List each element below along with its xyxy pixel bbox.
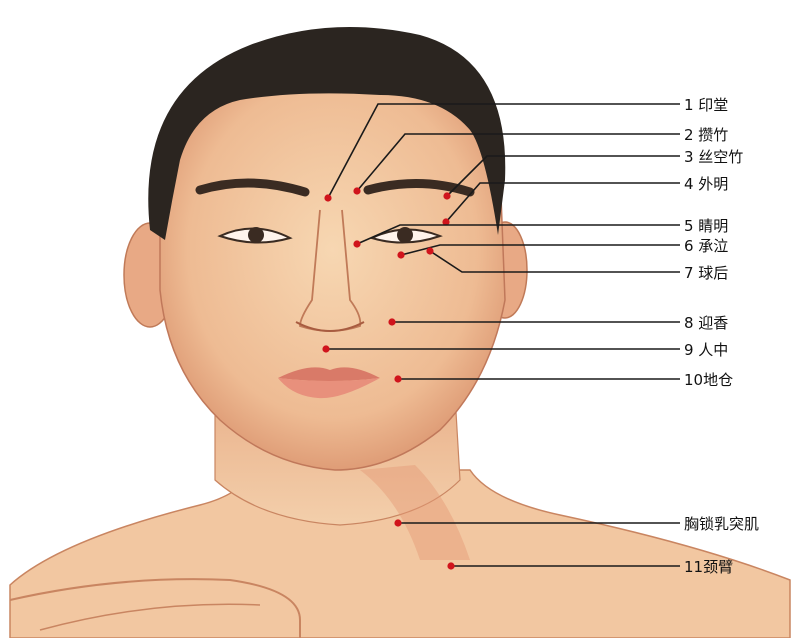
acupoint-label-waiming: 4 外明 <box>684 175 728 193</box>
acupoint-label-cuanzhu: 2 攒竹 <box>684 126 728 144</box>
acupoint-label-chengqi: 6 承泣 <box>684 237 728 255</box>
acupoint-dot-chengqi <box>397 251 404 258</box>
acupoint-label-jingming: 5 睛明 <box>684 217 728 235</box>
acupoint-label-renzhong: 9 人中 <box>684 341 728 359</box>
acupoint-label-qiuhou: 7 球后 <box>684 264 728 282</box>
face-illustration <box>160 70 505 470</box>
acupoint-dot-jingbi <box>447 562 454 569</box>
acupoint-dot-dicang <box>394 375 401 382</box>
acupoint-label-sizhukong: 3 丝空竹 <box>684 148 743 166</box>
acupoint-dot-yingxiang <box>388 318 395 325</box>
left-iris <box>248 227 264 243</box>
point-labels: 1 印堂 2 攒竹 3 丝空竹 4 外明 5 睛明 6 承泣 7 球后 8 迎香 9 人中 10地… <box>684 96 759 576</box>
right-iris <box>397 227 413 243</box>
acupoint-dot-xiongsuorutu <box>394 519 401 526</box>
acupoint-label-dicang: 10地仓 <box>684 371 733 389</box>
acupoint-dot-qiuhou <box>426 247 433 254</box>
acupoint-dot-sizhukong <box>443 192 450 199</box>
acupoint-dot-renzhong <box>322 345 329 352</box>
acupoint-dot-cuanzhu <box>353 187 360 194</box>
acupoint-label-jingbi: 11颈臂 <box>684 558 733 576</box>
acupoint-dot-yintang <box>324 194 331 201</box>
acupoint-label-yintang: 1 印堂 <box>684 96 728 114</box>
acupoint-label-yingxiang: 8 迎香 <box>684 314 728 332</box>
acupoint-dot-jingming <box>353 240 360 247</box>
acupoint-label-xiongsuorutu: 胸锁乳突肌 <box>684 515 759 533</box>
